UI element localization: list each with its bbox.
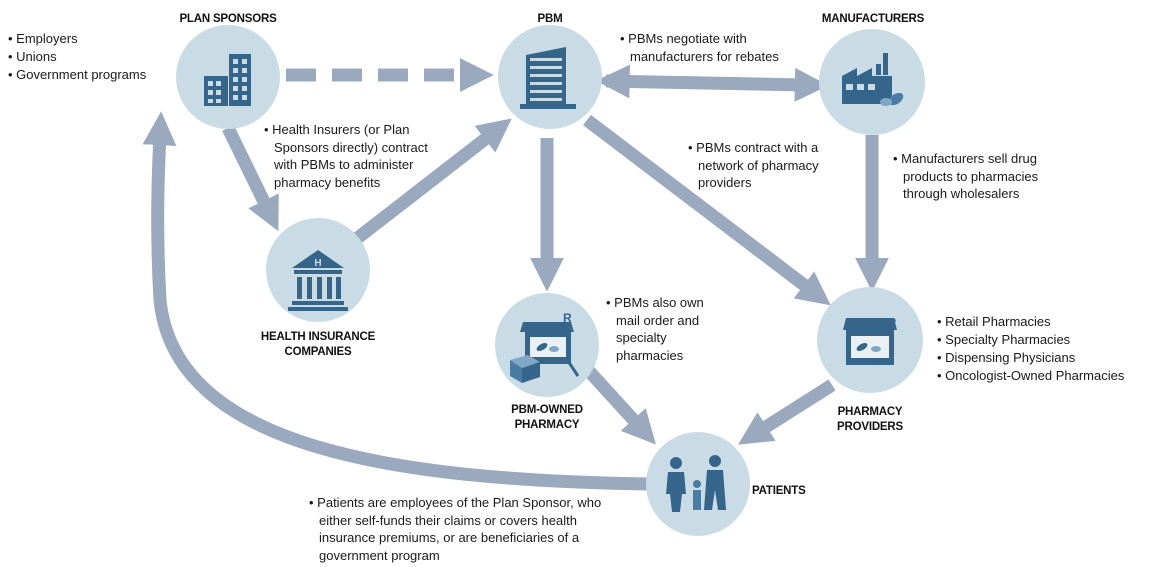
note-line: • Manufacturers sell drug <box>893 151 1038 166</box>
list-item: Oncologist-Owned Pharmacies <box>937 367 1124 385</box>
health-insurance-label: HEALTH INSURANCE COMPANIES <box>246 330 390 360</box>
list-item: Specialty Pharmacies <box>937 331 1124 349</box>
note-patients: • Patients are employees of the Plan Spo… <box>309 494 601 564</box>
mail-order-pharmacy-icon: R <box>510 311 580 383</box>
note-line: government program <box>319 547 440 563</box>
note-line: pharmacy benefits <box>274 174 381 190</box>
pharmacy-providers-label-line1: PHARMACY <box>837 406 903 418</box>
arrow-pbm-manufacturers <box>595 64 829 102</box>
note-line: manufacturers for rebates <box>630 48 779 64</box>
note-mail-order: • PBMs also own mail order and specialty… <box>606 294 704 364</box>
list-item: Dispensing Physicians <box>937 349 1124 367</box>
pharmacy-providers-label: PHARMACY PROVIDERS <box>820 405 920 435</box>
list-item: Government programs <box>8 66 146 84</box>
pbm-owned-label-line2: PHARMACY <box>514 419 580 431</box>
office-buildings-icon <box>204 54 251 106</box>
arrow-pbm-owned-to-patients <box>583 365 656 445</box>
note-network: • PBMs contract with a network of pharma… <box>688 139 819 192</box>
note-line: pharmacies <box>616 347 684 363</box>
pharmacy-types-list: Retail Pharmacies Specialty Pharmacies D… <box>937 313 1124 385</box>
family-icon <box>666 455 726 512</box>
hospital-building-icon: H <box>288 250 348 311</box>
svg-text:R: R <box>887 315 897 330</box>
svg-text:H: H <box>314 258 321 269</box>
health-insurance-label-line2: COMPANIES <box>284 346 352 358</box>
note-line: products to pharmacies <box>903 168 1039 184</box>
note-wholesalers: • Manufacturers sell drug products to ph… <box>893 150 1038 203</box>
patients-label: PATIENTS <box>752 485 806 497</box>
note-line: with PBMs to administer <box>274 157 414 172</box>
health-insurance-label-line1: HEALTH INSURANCE <box>260 331 376 343</box>
manufacturers-label: MANUFACTURERS <box>821 13 925 25</box>
pbm-owned-label: PBM-OWNED PHARMACY <box>497 403 597 433</box>
plan-sponsors-label: PLAN SPONSORS <box>179 13 277 25</box>
note-line: mail order and <box>616 312 700 328</box>
note-line: • PBMs also own <box>606 295 704 310</box>
arrow-pbm-to-providers <box>583 114 831 306</box>
note-rebates: • PBMs negotiate with manufacturers for … <box>620 30 779 65</box>
arrow-insurers-to-pbm <box>351 118 512 246</box>
corporate-building-icon <box>520 47 576 109</box>
note-line: specialty <box>616 330 667 345</box>
note-line: network of pharmacy <box>698 157 819 173</box>
arrow-providers-to-patients <box>738 379 836 445</box>
note-line: • PBMs contract with a <box>688 140 819 155</box>
svg-text:R: R <box>563 311 572 325</box>
note-line: • Health Insurers (or Plan <box>264 122 410 137</box>
note-line: through wholesalers <box>903 186 1020 201</box>
pbm-owned-label-line1: PBM-OWNED <box>511 404 583 416</box>
list-item: Unions <box>8 48 146 66</box>
pharmacy-storefront-icon: R <box>843 315 897 365</box>
factory-icon <box>842 53 904 106</box>
note-insurers: • Health Insurers (or Plan Sponsors dire… <box>264 121 428 191</box>
arrow-patients-to-sponsors <box>142 111 651 491</box>
plan-sponsor-types-list: Employers Unions Government programs <box>8 30 146 84</box>
note-line: insurance premiums, or are beneficiaries… <box>319 530 580 545</box>
list-item: Employers <box>8 30 146 48</box>
pbm-label: PBM <box>537 13 563 25</box>
note-line: • Patients are employees of the Plan Spo… <box>309 495 602 510</box>
note-line: Sponsors directly) contract <box>274 139 428 155</box>
pharmacy-providers-label-line2: PROVIDERS <box>837 421 903 433</box>
note-line: • PBMs negotiate with <box>620 31 747 46</box>
arrow-sponsors-to-insurers <box>222 125 279 232</box>
note-line: either self-funds their claims or covers… <box>319 512 577 528</box>
note-line: providers <box>698 175 752 190</box>
list-item: Retail Pharmacies <box>937 313 1124 331</box>
